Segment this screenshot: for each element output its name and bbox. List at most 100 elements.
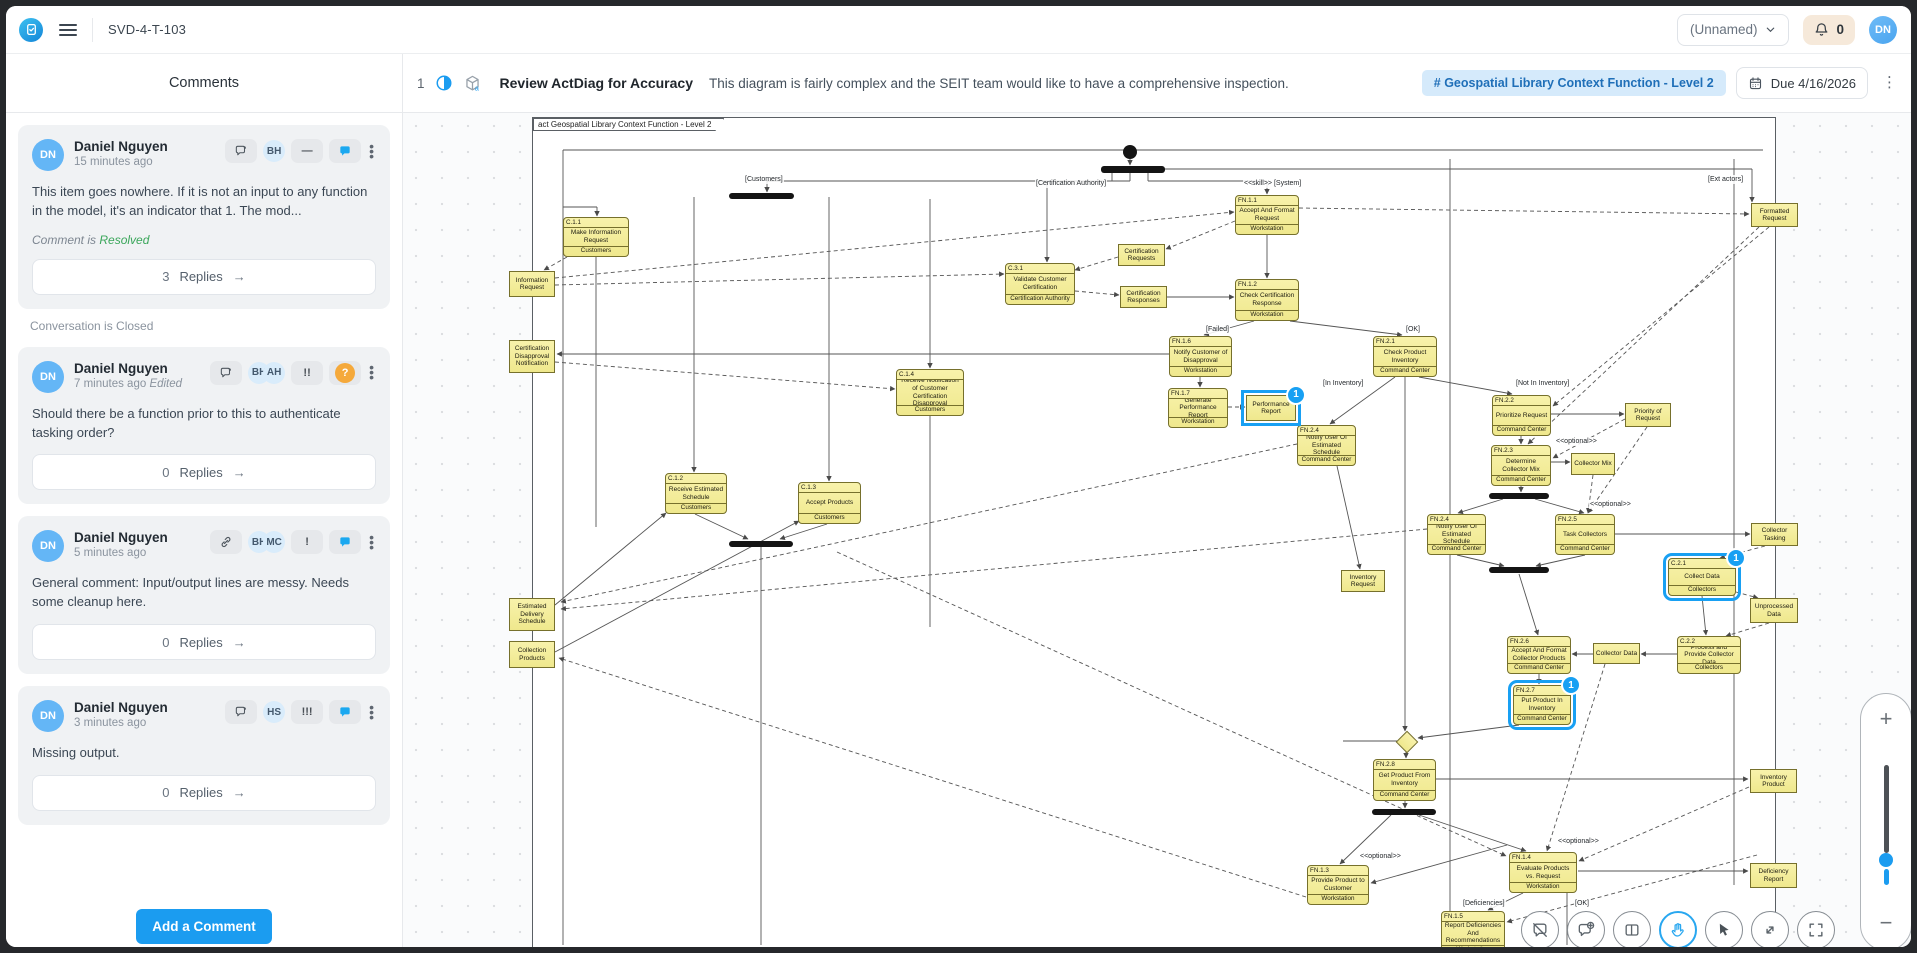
priority-badge[interactable]: !! bbox=[291, 360, 324, 385]
add-comment-button[interactable] bbox=[1567, 911, 1605, 947]
comment-bubble-badge[interactable] bbox=[225, 139, 258, 163]
status-half-circle-icon[interactable] bbox=[435, 74, 453, 92]
app-logo-icon[interactable] bbox=[19, 17, 43, 42]
side-panel-button[interactable] bbox=[1613, 911, 1651, 947]
fork-join-bar[interactable] bbox=[1372, 809, 1436, 815]
zoom-in-button[interactable]: + bbox=[1879, 706, 1893, 731]
mini-avatar: HS bbox=[263, 701, 286, 724]
guard-label: [Ext actors] bbox=[1707, 175, 1745, 184]
pan-hand-button[interactable] bbox=[1659, 911, 1697, 947]
participant-avatars[interactable]: BH bbox=[263, 140, 286, 162]
header-menu-kebab[interactable]: ⋮ bbox=[1882, 74, 1897, 91]
comment-menu-kebab[interactable]: ••• bbox=[369, 698, 374, 725]
fork-join-bar[interactable] bbox=[1101, 166, 1165, 173]
user-avatar[interactable]: DN bbox=[1869, 15, 1897, 44]
participant-avatars[interactable]: HS bbox=[263, 701, 286, 724]
item-node[interactable]: Collector Mix bbox=[1571, 453, 1615, 475]
entity-cube-icon[interactable]: a bbox=[463, 74, 482, 93]
comment-avatar: DN bbox=[32, 700, 64, 733]
fullscreen-button[interactable] bbox=[1797, 911, 1835, 947]
diagram-frame-label: act Geospatial Library Context Function … bbox=[533, 118, 724, 131]
zoom-slider-thumb[interactable] bbox=[1879, 853, 1893, 867]
comment-bubble-badge[interactable] bbox=[225, 700, 258, 725]
chat-badge[interactable] bbox=[329, 700, 362, 725]
item-node[interactable]: Information Request bbox=[509, 271, 555, 297]
fork-join-bar[interactable] bbox=[1489, 567, 1549, 573]
item-node[interactable]: Priority of Request bbox=[1625, 403, 1671, 427]
comment-bubble-badge[interactable] bbox=[210, 360, 243, 385]
item-node[interactable]: Collector Data bbox=[1593, 643, 1640, 664]
notifications-button[interactable]: 0 bbox=[1803, 14, 1855, 45]
item-node[interactable]: Formatted Request bbox=[1751, 203, 1798, 227]
chat-badge[interactable] bbox=[329, 530, 362, 555]
comment-menu-kebab[interactable]: ••• bbox=[369, 528, 374, 555]
priority-badge[interactable]: !!! bbox=[291, 700, 324, 725]
item-node[interactable]: Unprocessed Data bbox=[1750, 598, 1798, 623]
hide-comments-button[interactable] bbox=[1521, 911, 1559, 947]
priority-badge[interactable]: — bbox=[291, 139, 324, 163]
unnamed-dropdown[interactable]: (Unnamed) bbox=[1676, 13, 1790, 46]
resize-button[interactable] bbox=[1751, 911, 1789, 947]
guard-label: [Certification Authority] bbox=[1035, 179, 1108, 188]
zoom-slider-track[interactable] bbox=[1883, 765, 1889, 853]
comment-menu-kebab[interactable]: ••• bbox=[369, 359, 374, 386]
item-node[interactable]: Collection Products bbox=[509, 641, 555, 668]
item-node[interactable]: Inventory Product bbox=[1750, 769, 1797, 793]
guard-label: <<optional>> bbox=[1359, 852, 1402, 861]
fork-join-bar[interactable] bbox=[1489, 493, 1549, 499]
item-node[interactable]: Certification Disapproval Notification bbox=[509, 340, 555, 373]
priority-badge[interactable]: ! bbox=[291, 530, 324, 555]
question-badge[interactable]: ? bbox=[329, 360, 362, 385]
fork-join-bar[interactable] bbox=[729, 541, 793, 547]
entity-tag-pill[interactable]: # Geospatial Library Context Function - … bbox=[1421, 70, 1726, 96]
item-node[interactable]: Estimated Delivery Schedule bbox=[509, 598, 555, 631]
due-date-button[interactable]: Due 4/16/2026 bbox=[1735, 67, 1868, 99]
add-comment-button[interactable]: Add a Comment bbox=[136, 909, 272, 944]
item-node[interactable]: Deficiency Report bbox=[1750, 863, 1797, 888]
select-cursor-button[interactable] bbox=[1705, 911, 1743, 947]
comment-menu-kebab[interactable]: ••• bbox=[369, 137, 374, 164]
guard-label: <<optional>> bbox=[1557, 837, 1600, 846]
item-node[interactable]: Collector Tasking bbox=[1751, 523, 1798, 546]
link-badge[interactable] bbox=[210, 530, 243, 555]
diagram-canvas[interactable]: act Geospatial Library Context Function … bbox=[403, 113, 1911, 947]
initial-node[interactable] bbox=[1123, 145, 1137, 159]
item-node[interactable]: Certification Responses bbox=[1120, 286, 1167, 308]
fork-join-bar[interactable] bbox=[729, 193, 794, 199]
item-node[interactable]: Inventory Request bbox=[1341, 570, 1385, 592]
menu-hamburger-icon[interactable] bbox=[59, 21, 77, 39]
zoom-out-button[interactable]: − bbox=[1879, 910, 1893, 935]
item-node[interactable]: Certification Requests bbox=[1118, 244, 1165, 266]
chat-badge[interactable] bbox=[329, 139, 362, 163]
